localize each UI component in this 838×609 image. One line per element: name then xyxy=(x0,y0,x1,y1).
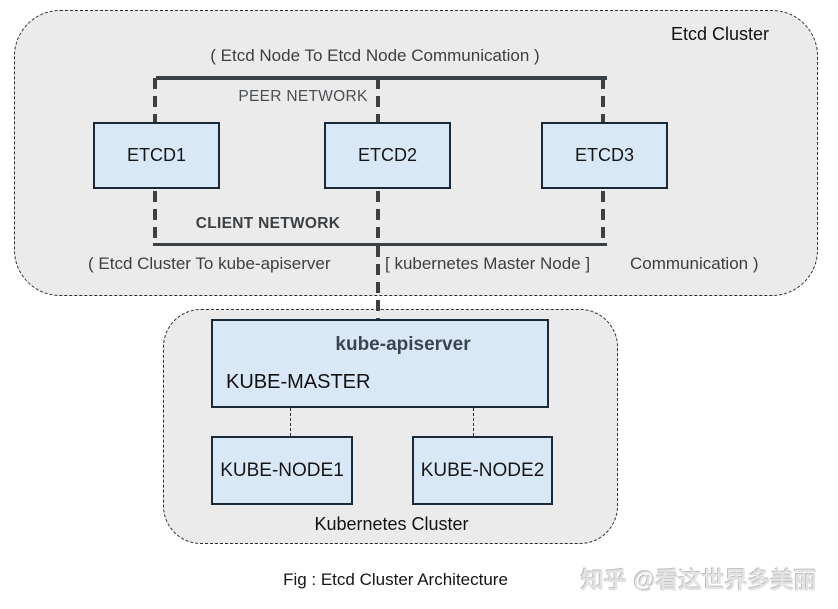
figure-caption: Fig : Etcd Cluster Architecture xyxy=(283,570,508,589)
peer-network-line xyxy=(156,76,607,80)
client-communication-caption-right: Communication ) xyxy=(630,254,759,273)
etcd1-peer-connector xyxy=(153,78,157,122)
kubernetes-cluster-label: Kubernetes Cluster xyxy=(314,514,469,534)
kube-master-node: kube-apiserver KUBE-MASTER xyxy=(211,319,549,408)
client-network-line xyxy=(153,243,607,246)
etcd2-client-connector xyxy=(376,191,380,243)
watermark: 知乎 @看这世界多美丽 xyxy=(581,567,817,593)
etcd1-client-connector xyxy=(153,191,157,243)
etcd-cluster-label: Etcd Cluster xyxy=(670,24,770,44)
etcd2-peer-connector xyxy=(376,78,380,122)
etcd2-node: ETCD2 xyxy=(324,122,451,189)
kube-apiserver-title: kube-apiserver xyxy=(335,334,471,355)
kube-node1: KUBE-NODE1 xyxy=(211,436,353,505)
peer-network-label: PEER NETWORK xyxy=(238,88,368,105)
kube-node2-label: KUBE-NODE2 xyxy=(420,459,545,481)
client-network-label: CLIENT NETWORK xyxy=(195,215,341,232)
kube-master-label: KUBE-MASTER xyxy=(226,371,371,393)
client-to-apiserver-connector xyxy=(376,246,380,320)
etcd3-client-connector xyxy=(601,191,605,243)
etcd3-label: ETCD3 xyxy=(574,145,634,165)
etcd3-peer-connector xyxy=(601,78,605,122)
kube-node2: KUBE-NODE2 xyxy=(412,436,553,505)
etcd3-node: ETCD3 xyxy=(541,122,668,189)
etcd1-node: ETCD1 xyxy=(93,122,220,189)
kube-node1-label: KUBE-NODE1 xyxy=(220,459,344,481)
master-to-node2-connector xyxy=(473,408,474,436)
client-communication-caption-left: ( Etcd Cluster To kube-apiserver xyxy=(88,254,331,273)
master-to-node1-connector xyxy=(290,408,291,436)
etcd1-label: ETCD1 xyxy=(126,145,186,165)
etcd2-label: ETCD2 xyxy=(357,145,417,165)
peer-communication-caption: ( Etcd Node To Etcd Node Communication ) xyxy=(210,46,540,65)
client-communication-caption-middle: [ kubernetes Master Node ] xyxy=(385,254,591,273)
